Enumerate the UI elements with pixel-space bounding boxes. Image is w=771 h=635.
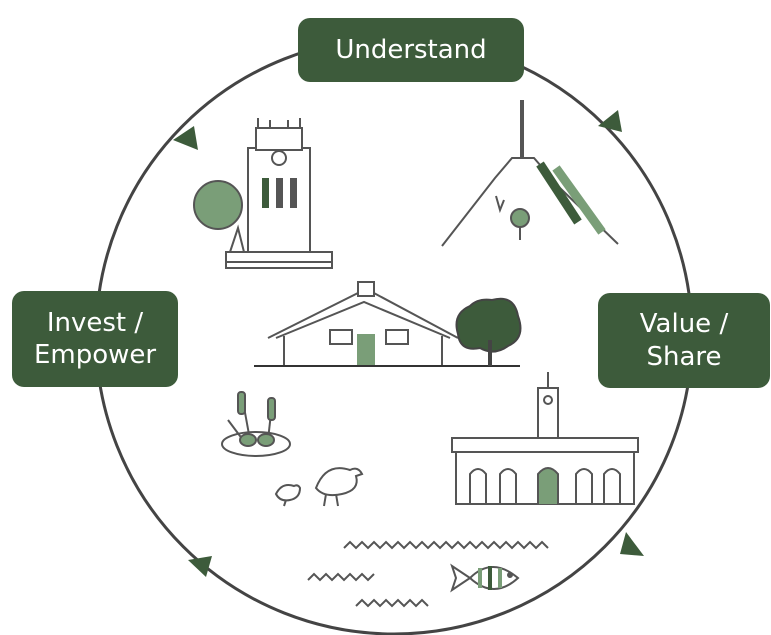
arrow-bottom-left-icon — [188, 556, 212, 577]
arrow-top-left-icon — [173, 126, 198, 150]
stage-understand-label: Understand — [335, 34, 487, 65]
meeting-house-icon — [254, 281, 520, 367]
stage-understand: Understand — [298, 18, 524, 82]
birds-icon — [274, 467, 364, 507]
mountain-icon — [441, 100, 619, 247]
clock-tower-icon — [193, 118, 333, 269]
town-hall-icon — [451, 372, 639, 505]
fish-icon — [450, 563, 520, 593]
arrow-bottom-right-icon — [620, 532, 644, 556]
stage-value-line1: Value / — [639, 309, 729, 339]
arrow-top-right-icon — [598, 110, 622, 132]
stage-invest-line1: Invest / — [46, 307, 144, 338]
stage-value-line2: Share — [646, 341, 722, 372]
river-icon — [307, 540, 549, 608]
bulrush-nest-icon — [221, 391, 291, 457]
stage-invest-line2: Empower — [33, 340, 157, 370]
tree-icon — [455, 297, 522, 366]
cycle-arrows — [173, 110, 644, 577]
stage-invest-empower: Invest / Empower — [12, 291, 178, 387]
stage-value-share: Value / Share — [598, 293, 770, 388]
